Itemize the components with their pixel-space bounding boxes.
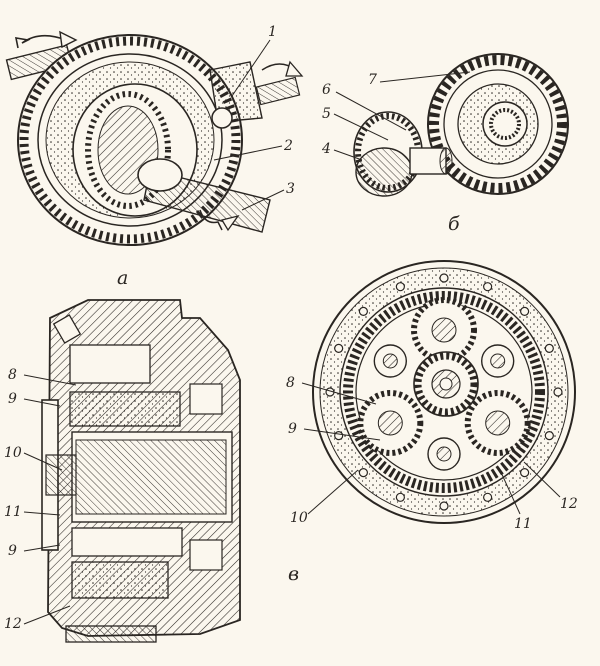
callout-s-12: 12 [4,616,22,632]
planetary-section-view: 8 9 10 11 9 12 [4,299,241,643]
callout-s-9: 9 [8,391,17,407]
callout-f-12: 12 [560,496,578,512]
callout-s-11: 11 [4,504,22,520]
callout-b-6: 6 [322,82,331,98]
bolt-hole [395,492,405,502]
planet-gear [357,390,424,456]
callout-f-8: 8 [286,375,295,391]
bevel-gear-differential-drawing: 1 2 3 а [5,24,304,289]
planetary-front-view: 8 9 10 11 12 в [286,260,578,585]
bolt-hole [544,431,554,441]
bevel-pinion [209,60,304,129]
panel-label-b: б [448,213,460,235]
callout-s-9b: 9 [8,543,17,559]
planet-gear [480,344,515,378]
bolt-hole [544,343,554,353]
planet-gear [373,344,408,378]
planet-gears [357,297,531,471]
callout-b-7: 7 [368,72,377,88]
bolt-hole [553,387,563,397]
bolt-hole [520,468,530,478]
spur-gear-pair-drawing: 7 6 5 4 б [321,53,569,235]
callout-s-8: 8 [8,367,17,383]
input-shaft [5,30,78,81]
output-shaft [137,158,271,233]
bolt-hole [358,306,368,316]
large-spur-gear [427,53,569,195]
callout-b-5: 5 [322,106,331,122]
callout-s-10: 10 [4,445,22,461]
bolt-hole [483,492,493,502]
callout-a-1: 1 [268,24,277,40]
bolt-hole [483,282,493,292]
callout-b-4: 4 [321,141,331,157]
panel-label-c: в [288,563,299,585]
callout-f-11: 11 [514,516,532,532]
callout-f-10: 10 [290,510,308,526]
bolt-hole [439,501,449,511]
callout-a-2: 2 [283,138,293,154]
planet-gear [411,297,477,363]
sun-gear [413,351,479,417]
bolt-hole [439,273,449,283]
bolt-hole [358,468,368,478]
callout-f-9: 9 [288,421,297,437]
bolt-hole [334,431,344,441]
callout-a-3: 3 [286,181,295,197]
panel-label-a: а [117,267,128,289]
bolt-hole [334,343,344,353]
planet-gear [464,390,531,456]
bolt-hole [520,306,530,316]
planet-gear [427,437,461,471]
bolt-hole [395,282,405,292]
